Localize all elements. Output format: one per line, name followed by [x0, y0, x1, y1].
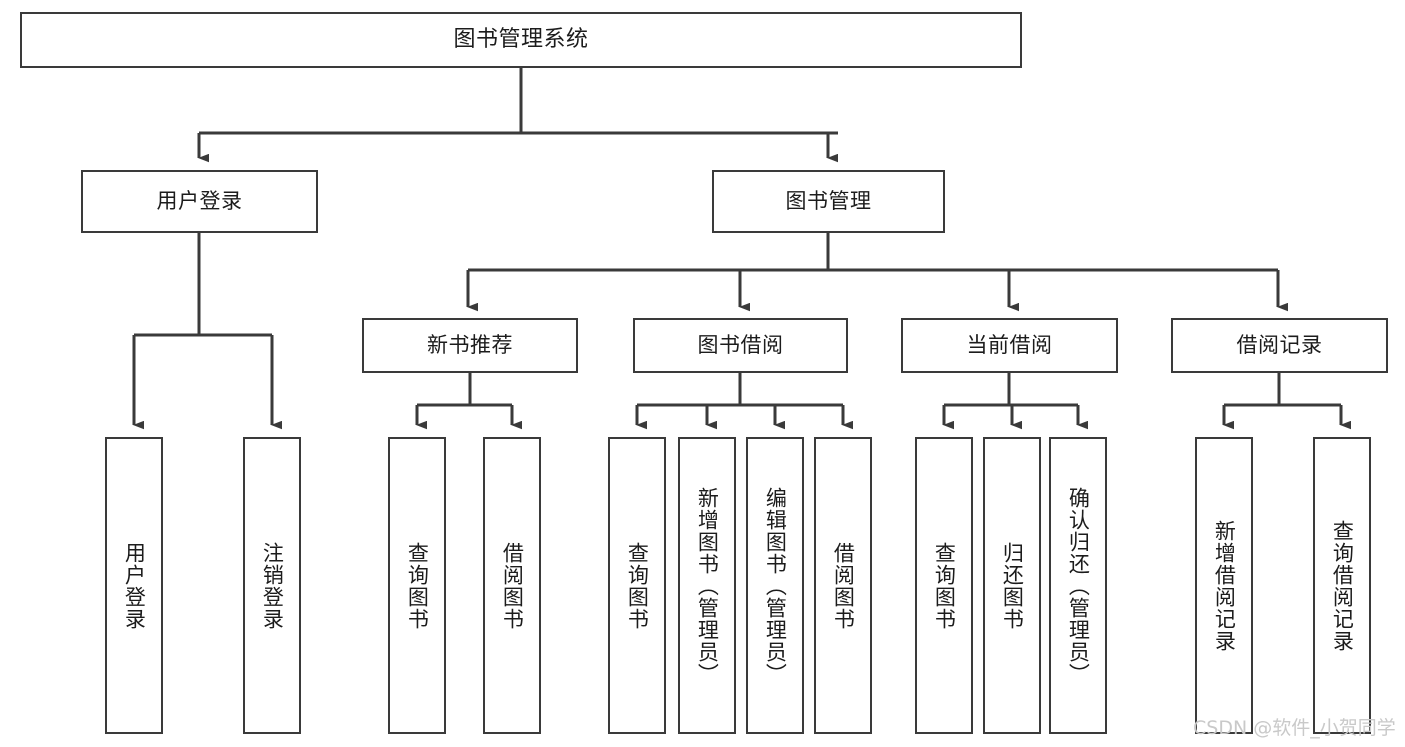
- node-book-borrow[interactable]: 图书借阅: [633, 318, 848, 373]
- node-label: 归还图书: [1000, 541, 1025, 630]
- node-label: 新增图书（管理员）: [695, 486, 720, 685]
- leaf-borrow-book-recommend[interactable]: 借阅图书: [483, 437, 541, 734]
- node-label: 图书管理系统: [453, 26, 589, 52]
- node-label: 注销登录: [260, 541, 285, 630]
- node-root-system[interactable]: 图书管理系统: [20, 12, 1022, 68]
- node-label: 编辑图书（管理员）: [763, 486, 788, 685]
- leaf-edit-book-admin[interactable]: 编辑图书（管理员）: [746, 437, 804, 734]
- leaf-borrow-book[interactable]: 借阅图书: [814, 437, 872, 734]
- leaf-logout-login[interactable]: 注销登录: [243, 437, 301, 734]
- node-label: 用户登录: [156, 188, 243, 213]
- leaf-add-borrow-record[interactable]: 新增借阅记录: [1195, 437, 1253, 734]
- leaf-user-login[interactable]: 用户登录: [105, 437, 163, 734]
- leaf-query-book-current[interactable]: 查询图书: [915, 437, 973, 734]
- leaf-confirm-return-admin[interactable]: 确认归还（管理员）: [1049, 437, 1107, 734]
- node-user-login[interactable]: 用户登录: [81, 170, 318, 233]
- node-label: 用户登录: [122, 541, 147, 630]
- node-current-borrow[interactable]: 当前借阅: [901, 318, 1118, 373]
- node-label: 图书管理: [785, 188, 872, 213]
- leaf-query-book-recommend[interactable]: 查询图书: [388, 437, 446, 734]
- node-label: 查询图书: [405, 541, 430, 630]
- leaf-return-book[interactable]: 归还图书: [983, 437, 1041, 734]
- node-label: 新增借阅记录: [1212, 519, 1237, 652]
- leaf-query-book-borrow[interactable]: 查询图书: [608, 437, 666, 734]
- node-label: 借阅记录: [1236, 332, 1323, 357]
- node-label: 确认归还（管理员）: [1066, 486, 1091, 685]
- node-label: 查询借阅记录: [1330, 519, 1355, 652]
- node-new-book-recommend[interactable]: 新书推荐: [362, 318, 578, 373]
- node-label: 图书借阅: [697, 332, 784, 357]
- leaf-add-book-admin[interactable]: 新增图书（管理员）: [678, 437, 736, 734]
- node-label: 新书推荐: [427, 332, 513, 357]
- node-label: 查询图书: [625, 541, 650, 630]
- node-borrow-record[interactable]: 借阅记录: [1171, 318, 1388, 373]
- node-label: 借阅图书: [831, 541, 856, 630]
- node-label: 查询图书: [932, 541, 957, 630]
- node-label: 当前借阅: [966, 332, 1053, 357]
- node-book-management[interactable]: 图书管理: [712, 170, 945, 233]
- leaf-query-borrow-record[interactable]: 查询借阅记录: [1313, 437, 1371, 734]
- node-label: 借阅图书: [500, 541, 525, 630]
